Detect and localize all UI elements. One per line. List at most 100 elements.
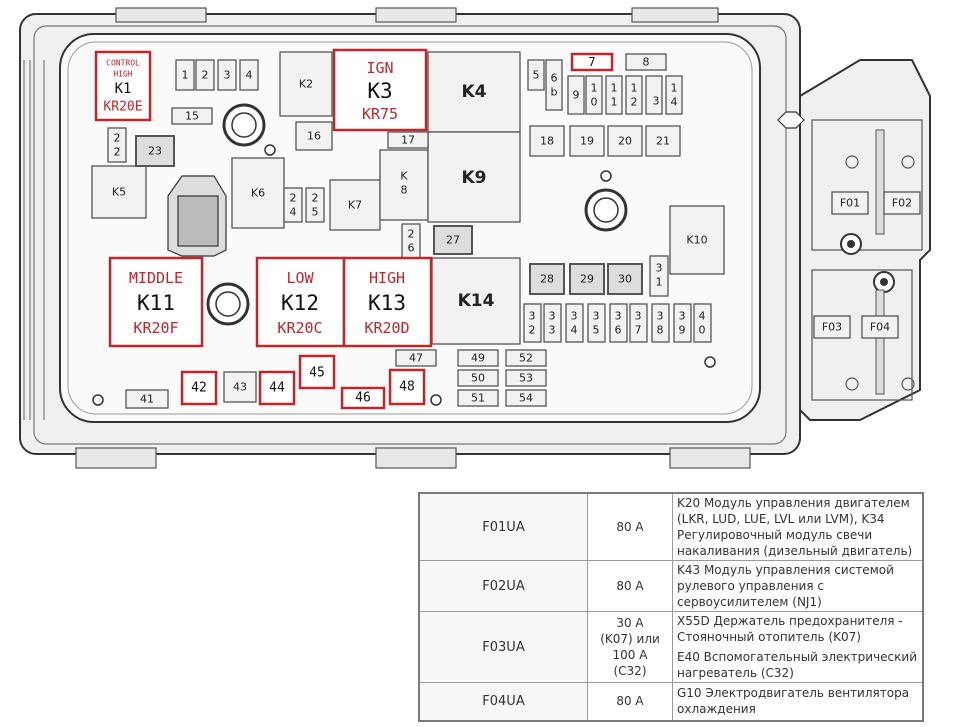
table-row: F03UA 30 A (K07) или 100 A (C32) X55D Де…	[418, 611, 924, 683]
fuse-43	[223, 371, 257, 403]
fuse-11-label-a: 1	[611, 82, 618, 95]
fuse-40-label-a: 4	[699, 310, 706, 323]
relay-k13-highlight	[342, 256, 433, 348]
fuse-7-highlight	[570, 52, 614, 72]
relay-k1-code: KR20E	[103, 100, 142, 115]
mounting-bolts	[92, 103, 716, 406]
fuse-f01-label: F01	[840, 197, 860, 210]
fuse-f01	[831, 191, 869, 215]
fuse-6b-label-b: b	[551, 86, 558, 99]
fuse-36	[609, 303, 628, 343]
housing-side-ribs	[23, 60, 45, 420]
table-row: F01UA 80 A K20 Модуль управления двигате…	[418, 492, 924, 561]
fuse-5-label: 5	[533, 69, 540, 82]
relay-k11-highlight	[108, 256, 204, 348]
relay-k11-name: K11	[137, 291, 175, 315]
relay-k6-label: K6	[251, 187, 265, 200]
relay-k11-top-label: MIDDLE	[129, 269, 183, 287]
housing-tabs	[75, 7, 751, 469]
fuse-32-label-b: 2	[529, 324, 536, 337]
fuse-7-label: 7	[588, 55, 595, 69]
fuse-17-label: 17	[401, 134, 415, 147]
fuse-6b	[545, 59, 563, 111]
fuse-22	[107, 127, 127, 163]
fuse-24-label-b: 4	[290, 206, 297, 219]
fuse-35-label-b: 5	[593, 324, 600, 337]
fuse-40-label-b: 0	[699, 324, 706, 337]
fuse-15	[171, 107, 213, 125]
fuse-31-label-b: 1	[656, 276, 663, 289]
fuse-50-label: 50	[471, 372, 485, 385]
fuse-5	[527, 59, 545, 91]
fuse-28-label: 28	[540, 273, 554, 286]
fuse-16	[295, 121, 333, 151]
fuse-f02	[883, 191, 921, 215]
fuse-3	[217, 59, 237, 91]
fuse-52-label: 52	[519, 352, 533, 365]
fuse-48-highlight	[388, 368, 426, 406]
fuse-12-label-a: 1	[631, 82, 638, 95]
fuse-12-label-b: 2	[631, 96, 638, 109]
fuse-23-label: 23	[148, 145, 162, 158]
fuse-8-label: 8	[643, 56, 650, 69]
fuse-21	[645, 125, 681, 157]
amperage-cell: 80 A	[587, 560, 673, 612]
fuse-20-label: 20	[618, 135, 632, 148]
fuse-27	[433, 225, 473, 255]
fuse-26-label-b: 6	[408, 242, 415, 255]
fuse-25-label-b: 5	[312, 206, 319, 219]
fuse-38-label-b: 8	[657, 324, 664, 337]
relay-k13-top-label: HIGH	[369, 269, 405, 287]
fuse-23	[135, 135, 175, 167]
relay-k1-name: K1	[115, 81, 132, 97]
fuse-37-label-a: 3	[635, 310, 642, 323]
relay-k4	[427, 51, 521, 133]
table-row: F04UA 80 A G10 Электродвигатель вентилят…	[418, 682, 924, 721]
fuse-4	[239, 59, 259, 91]
fuse-f03-label: F03	[822, 321, 842, 334]
fuse-box-diagram: K2 K4 K5 K6 K7 K 8 K9 K10 K14 1 2 3 4 5 …	[19, 7, 931, 469]
relay-k12-top-label: LOW	[286, 269, 314, 287]
description-line: X55D Держатель предохранителя - Стояночн…	[677, 614, 903, 644]
fuse-35-label-a: 3	[593, 310, 600, 323]
fuse-36-label-a: 3	[615, 310, 622, 323]
fuse-27-label: 27	[446, 234, 460, 247]
relay-k3-code: KR75	[362, 105, 398, 123]
fuse-24-label-a: 2	[290, 192, 297, 205]
fuse-46-highlight	[340, 386, 386, 410]
fuse-53	[505, 369, 547, 387]
fuse-48-label: 48	[399, 380, 415, 395]
fuse-45-label: 45	[309, 366, 325, 381]
relay-k8-label-a: K	[400, 170, 408, 183]
fuse-14-label-a: 1	[671, 82, 678, 95]
amperage-cell: 80 A	[587, 492, 673, 561]
fuse-37	[629, 303, 648, 343]
fuse-51	[457, 389, 499, 407]
relay-k10-label: K10	[686, 234, 707, 247]
fuse-33-label-a: 3	[549, 310, 556, 323]
fuse-39	[673, 303, 692, 343]
fuse-id-cell: F02UA	[418, 560, 588, 612]
amperage-line: 100 A	[612, 648, 648, 662]
fuse-41	[125, 389, 169, 409]
relay-k1-highlight	[94, 50, 152, 122]
fuse-38-label-a: 3	[657, 310, 664, 323]
relay-k1-top-label: CONTROL	[106, 59, 140, 68]
relay-k8-label-b: 8	[401, 184, 408, 197]
fuse-11-label-b: 1	[611, 96, 618, 109]
fuse-10	[585, 75, 603, 115]
fuse-50	[457, 369, 499, 387]
fuse-10-label-b: 0	[591, 96, 598, 109]
fuse-49	[457, 349, 499, 367]
fuse-3-label: 3	[224, 69, 231, 82]
fuse-9-label: 9	[573, 89, 580, 102]
panel-main-inner	[67, 41, 753, 415]
fuse-53-label: 53	[519, 372, 533, 385]
fuse-33	[543, 303, 562, 343]
fuse-54-label: 54	[519, 392, 533, 405]
fuse-2-label: 2	[202, 69, 209, 82]
fuse-44-highlight	[258, 370, 296, 406]
fuse-f04-label: F04	[870, 321, 890, 334]
fuse-2	[195, 59, 215, 91]
description-cell: K43 Модуль управления системой рулевого …	[672, 560, 924, 612]
